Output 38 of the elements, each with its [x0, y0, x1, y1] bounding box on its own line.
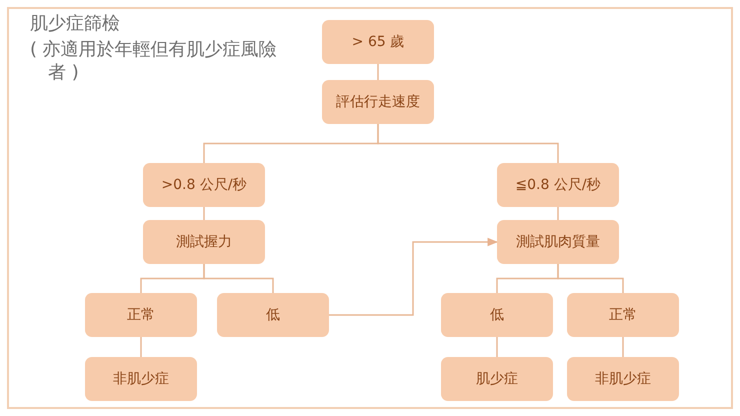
box-label: 低 — [266, 306, 280, 324]
process-box — [567, 357, 679, 401]
box-label: ≦0.8 公尺/秒 — [515, 176, 601, 194]
process-box — [322, 20, 434, 64]
arrow — [329, 238, 498, 316]
box-label: 低 — [490, 306, 504, 324]
box-label: 正常 — [127, 306, 155, 324]
connector-line — [496, 337, 498, 357]
connector-line — [140, 337, 142, 357]
process-box — [85, 357, 197, 401]
connector-line — [203, 207, 205, 220]
process-box — [85, 293, 197, 337]
diagram-title: 肌少症篩檢 — [30, 12, 120, 36]
process-box — [143, 220, 265, 264]
connector-line — [557, 264, 624, 293]
process-box — [143, 163, 265, 207]
connector-line — [557, 207, 559, 220]
connector-line — [377, 124, 559, 163]
process-box — [322, 80, 434, 124]
box-label: 測試肌肉質量 — [516, 232, 600, 252]
process-box — [497, 220, 619, 264]
box-label: >0.8 公尺/秒 — [161, 176, 247, 194]
connector-line — [203, 264, 274, 293]
box-label: 非肌少症 — [113, 370, 169, 388]
connector-line — [377, 64, 379, 80]
note-text: ( 亦適用於年輕但有肌少症風險者 ) — [30, 38, 278, 85]
process-box — [497, 163, 619, 207]
connector-line — [622, 337, 624, 357]
box-label: > 65 歲 — [352, 32, 404, 52]
process-box — [441, 293, 553, 337]
box-label: 評估行走速度 — [336, 92, 420, 112]
box-label: 非肌少症 — [595, 370, 651, 388]
box-label: 測試握力 — [176, 232, 232, 252]
process-box — [567, 293, 679, 337]
box-label: 正常 — [609, 306, 637, 324]
process-box — [217, 293, 329, 337]
process-box — [441, 357, 553, 401]
box-label: 肌少症 — [476, 370, 518, 388]
